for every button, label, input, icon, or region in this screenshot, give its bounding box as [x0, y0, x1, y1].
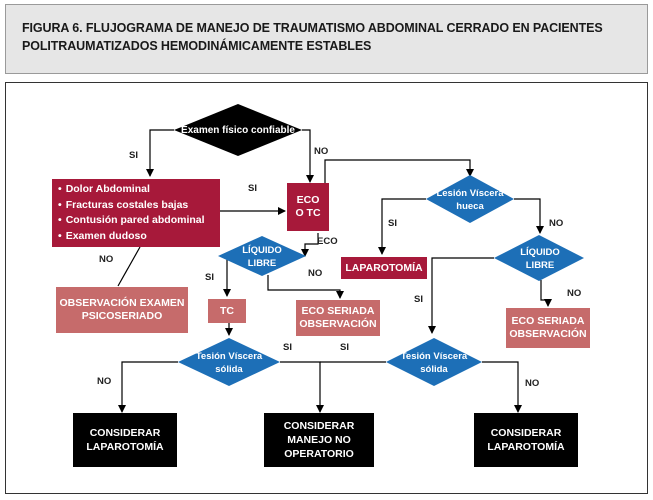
label-no-tesion-left: NO [97, 376, 112, 387]
connector-exam-si [146, 129, 174, 177]
label-no-symptoms: NO [99, 254, 114, 265]
examen-fisico-label: Examen físico confiable [181, 124, 295, 136]
liquido-libre-left-label: LÍQUIDO LIBRE [242, 245, 282, 269]
symptoms-box: Dolor Abdominal Fracturas costales bajas… [52, 179, 220, 247]
decision-liquido-libre-left [218, 236, 306, 276]
label-si-lesion: SI [388, 218, 397, 229]
label-si-symptoms: SI [248, 183, 257, 194]
decision-liquido-libre-right [494, 235, 584, 281]
decision-tesion-left [178, 338, 280, 386]
connector-lesion-si [378, 198, 426, 255]
connector-tesion-left-no [118, 361, 178, 413]
label-eco: ECO [317, 236, 338, 247]
liquido-libre-right-label: LÍQUIDO LIBRE [520, 247, 560, 271]
symptom-item: Examen dudoso [58, 229, 220, 245]
lesion-viscera-hueca-label: Lesión Víscera hueca [436, 188, 504, 212]
label-si-liquido-right: SI [414, 294, 423, 305]
tesion-left-label: Tesión Víscera sólida [195, 351, 263, 375]
connector-tesion-left-si [280, 361, 324, 413]
connector-symptoms-obs [117, 246, 141, 287]
connector-lesion-no [514, 198, 544, 234]
symptom-item: Fracturas costales bajas [58, 198, 220, 214]
considerar-laparotomia-right-box: CONSIDERAR LAPAROTOMÍA [474, 413, 578, 467]
connector-liquido-right-si [428, 257, 494, 334]
label-no-exam: NO [314, 146, 329, 157]
observacion-box: OBSERVACIÓN EXAMEN PSICOSERIADO [56, 287, 188, 333]
tc-box: TC [208, 299, 246, 323]
connector-tesion-right-no [482, 361, 522, 413]
label-no-tesion-right: NO [525, 378, 540, 389]
figure-title: FIGURA 6. FLUJOGRAMA DE MANEJO DE TRAUMA… [22, 21, 603, 53]
figure-header: FIGURA 6. FLUJOGRAMA DE MANEJO DE TRAUMA… [5, 4, 648, 74]
considerar-manejo-box: CONSIDERAR MANEJO NO OPERATORIO [264, 413, 374, 467]
connector-tc-lesion [324, 159, 474, 195]
symptom-item: Contusión pared abdominal [58, 213, 220, 229]
label-si-exam: SI [129, 150, 138, 161]
tesion-right-label: Tesión Víscera sólida [400, 351, 468, 375]
eco-seriada-left-box: ECO SERIADA OBSERVACIÓN [296, 300, 380, 336]
connector-exam-no [302, 129, 314, 183]
label-si-liquido-left: SI [205, 272, 214, 283]
considerar-laparotomia-left-box: CONSIDERAR LAPAROTOMÍA [73, 413, 177, 467]
decision-examen-fisico [174, 104, 302, 156]
decision-tesion-right [386, 338, 482, 386]
laparotomia-box: LAPAROTOMÍA [341, 257, 427, 279]
eco-seriada-right-box: ECO SERIADA OBSERVACIÓN [506, 308, 590, 348]
eco-o-tc-box: ECO O TC [287, 183, 329, 231]
label-si-tesion-right: SI [340, 342, 349, 353]
connector-liquido-no [267, 275, 344, 299]
label-si-tesion-left: SI [283, 342, 292, 353]
decision-lesion-viscera-hueca [426, 175, 514, 223]
label-no-liquido-left: NO [308, 268, 323, 279]
label-no-lesion: NO [549, 218, 564, 229]
connector-liquido-right-no [540, 280, 552, 307]
connector-eco-liquido [301, 233, 319, 257]
symptom-item: Dolor Abdominal [58, 182, 220, 198]
label-no-liquido-right: NO [567, 288, 582, 299]
